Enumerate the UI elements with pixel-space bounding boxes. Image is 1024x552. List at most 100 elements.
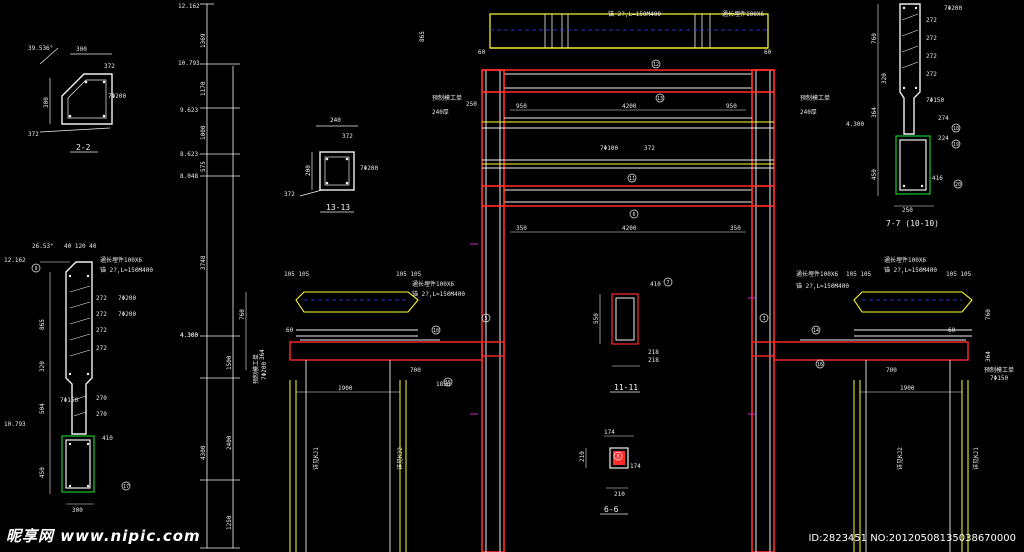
dim-1250: 1250	[226, 515, 233, 530]
s22-title: 2-2	[76, 143, 91, 152]
lcan-embed: 通长埋件100X6	[412, 280, 454, 288]
section-6-6: 174 174 210 210 6-6	[579, 429, 641, 515]
section-13-13: 240 372 200 7Φ200 372 13-13	[284, 117, 378, 213]
lcan-w700: 700	[410, 367, 421, 374]
lcan-w105: 105 105	[284, 271, 310, 278]
section-2-2: 39.536° 300 372 300 7Φ200 372 2-2	[28, 45, 126, 153]
s77-d1: 250	[902, 207, 913, 214]
s1313-w: 240	[330, 117, 341, 124]
elev-9623: 9.623	[180, 107, 198, 114]
dim-3748: 3748	[200, 255, 207, 270]
lc-r410: 410	[102, 435, 113, 442]
rcan-anchor2: 锚 2?,L=150M400	[884, 266, 937, 274]
rcan-w1900: 1900	[900, 385, 915, 392]
s66-d1: 174	[604, 429, 615, 436]
rcan-seeKJ2: 详见KJ2	[896, 447, 904, 470]
s1111-r1: 218	[648, 349, 659, 356]
lcan-w1850: 1850	[436, 381, 451, 388]
lc-r272b: 272	[96, 311, 107, 318]
s66-d4: 210	[614, 491, 625, 498]
s1313-h: 200	[305, 165, 312, 176]
s1111-r2: 218	[648, 357, 659, 364]
mf-thick-l: 240厚	[432, 109, 449, 116]
lc-angle: 26.53°	[32, 243, 54, 250]
lc-r272d: 272	[96, 345, 107, 352]
s1313-rebar: 7Φ200	[360, 165, 378, 172]
s1313-title: 13-13	[326, 203, 350, 212]
s22-w: 300	[76, 46, 87, 53]
rcan-w60: 60	[948, 327, 956, 334]
dim-1170: 1170	[200, 81, 207, 96]
s77-r272d: 272	[926, 71, 937, 78]
lcan-w60: 60	[286, 327, 294, 334]
s1313-bottom: 372	[284, 191, 295, 198]
s77-r274: 274	[938, 115, 949, 122]
lc-h450: 450	[39, 467, 46, 478]
lcan-preembed: 预制模工单	[252, 354, 260, 384]
lc-note-anchor: 锚 2?,L=150M400	[100, 266, 153, 274]
callout-number: 12	[653, 62, 659, 68]
callout-number: 3	[762, 316, 765, 322]
s1313-side: 372	[342, 133, 353, 140]
callout-number: 11	[629, 176, 635, 182]
rcan-r7200: 7Φ150	[990, 375, 1008, 382]
elev-4300: 4.300	[180, 332, 198, 339]
callout-number: 14	[813, 328, 819, 334]
dim-1500: 1500	[226, 355, 233, 370]
callout-number: 6	[632, 212, 635, 218]
lc-h865: 865	[39, 319, 46, 330]
s22-bottom: 372	[28, 131, 39, 138]
left-column-section: 26.53° 40 120 40 12.162 10.793 865 320 5…	[4, 243, 153, 514]
callout-number: 8	[616, 454, 619, 460]
lc-r7150: 7Φ150	[60, 397, 78, 404]
callout-number: 18	[953, 126, 959, 132]
lc-r7200: 7Φ200	[118, 295, 136, 302]
mf-w60b: 60	[764, 49, 772, 56]
mf-thick-r: 240厚	[800, 109, 817, 116]
level-marks	[470, 243, 756, 415]
s77-r272b: 272	[926, 35, 937, 42]
section-7-7: 7Φ200 272 272 272 272 7Φ150 274 224 416 …	[846, 3, 962, 228]
lcan-elev: 4.300	[180, 332, 198, 339]
s77-r224: 224	[938, 135, 949, 142]
elev-12162: 12.162	[178, 3, 200, 10]
dim-1000: 1000	[200, 125, 207, 140]
s77-h364: 364	[871, 107, 878, 118]
left-canopy: 105 105 105 105 通长埋件100X6 锚 2?,L=150M400…	[180, 271, 483, 552]
s77-h450: 450	[871, 169, 878, 180]
rcan-w700: 700	[886, 367, 897, 374]
lc-note-embed: 通长埋件100X6	[100, 256, 142, 264]
section-11-11: 410 550 218 218 11-11	[593, 281, 661, 393]
s66-d3: 210	[579, 451, 586, 462]
s22-h: 300	[43, 97, 50, 108]
s77-r416: 416	[932, 175, 943, 182]
rcan-h760: 760	[985, 309, 992, 320]
lcan-h760: 760	[239, 309, 246, 320]
lcan-seeKJ2: 详见KJ2	[396, 447, 404, 470]
s77-r7150: 7Φ150	[926, 97, 944, 104]
callout-number: 5	[484, 316, 487, 322]
dim-575: 575	[200, 161, 207, 172]
s77-h320: 320	[881, 73, 888, 84]
rcan-seeKJ1: 详见KJ1	[972, 447, 980, 470]
callout-number: 15	[445, 380, 451, 386]
callout-number: 20	[955, 182, 961, 188]
s1111-top: 410	[650, 281, 661, 288]
lcan-r7200: 7Φ200	[261, 362, 268, 380]
dim-2400: 2400	[226, 435, 233, 450]
s22-rebar: 7Φ200	[108, 93, 126, 100]
mf-w350b: 350	[730, 225, 741, 232]
elev-10793: 10.793	[178, 60, 200, 67]
rcan-w105b: 105 105	[946, 271, 972, 278]
callout-number: 13	[657, 96, 663, 102]
s77-title: 7-7 (10-10)	[886, 219, 939, 228]
s77-r272a: 272	[926, 17, 937, 24]
mf-w950: 950	[516, 103, 527, 110]
callout-number: 10	[433, 328, 439, 334]
lcan-w105b: 105 105	[396, 271, 422, 278]
mf-anchor: 锚 2?,L=150M400	[608, 10, 661, 18]
mf-w350: 350	[516, 225, 527, 232]
main-frame: 4200 950 950 4200 350 350 7Φ100 372 锚 2?…	[419, 10, 830, 552]
mf-w4200: 4200	[622, 103, 637, 110]
